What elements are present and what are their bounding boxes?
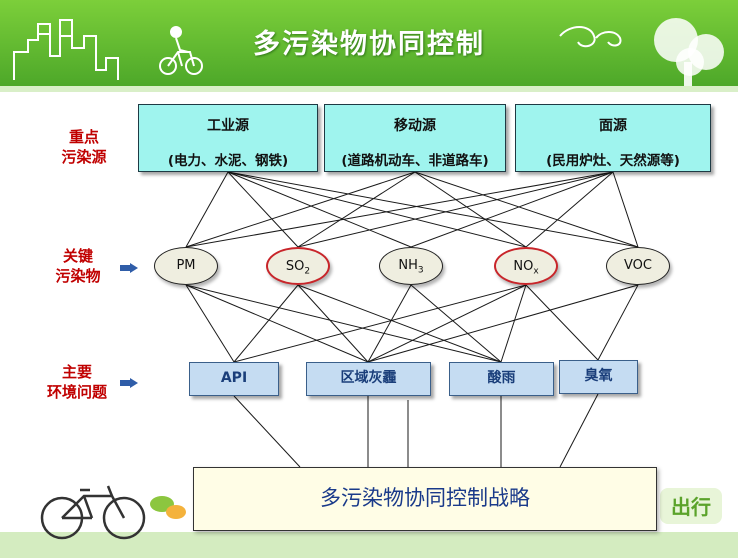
- connector-line: [185, 171, 229, 248]
- connector-line: [559, 393, 599, 468]
- connector-line: [414, 171, 527, 248]
- connector-line: [367, 284, 412, 363]
- pollutant-base: VOC: [624, 258, 652, 273]
- connector-line: [185, 171, 416, 248]
- slogan-badge: [660, 488, 722, 524]
- connector-line: [233, 284, 527, 363]
- leaves-icon: [150, 496, 186, 519]
- pollutant-node-voc: VOC: [606, 247, 670, 285]
- connector-line: [227, 171, 639, 248]
- source-box-mobile: 移动源 (道路机动车、非道路车): [324, 104, 506, 172]
- source-name: 移动源: [394, 118, 436, 134]
- skyline-icon: [13, 19, 119, 80]
- connector-line: [367, 284, 527, 363]
- source-box-area: 面源 (民用炉灶、天然源等): [515, 104, 711, 172]
- slide-title: 多污染物协同控制: [253, 29, 485, 60]
- row-label-line: 污染源: [61, 148, 107, 166]
- connector-line: [233, 395, 301, 468]
- connector-line: [410, 284, 502, 363]
- pollutant-base: NH: [398, 258, 418, 273]
- connector-line: [297, 171, 614, 248]
- connector-line: [414, 171, 639, 248]
- connector-line: [185, 171, 614, 248]
- row-label-problems: 主要 环境问题: [34, 362, 120, 402]
- problem-box-ozone: 臭氧: [559, 360, 638, 394]
- pollutant-sub: 3: [417, 265, 424, 276]
- pollutant-sub: x: [533, 266, 539, 277]
- problem-box-api: API: [189, 362, 279, 396]
- connector-line: [185, 284, 369, 363]
- source-name: 面源: [599, 118, 627, 134]
- source-name: 工业源: [207, 118, 249, 134]
- connector-line: [525, 171, 614, 248]
- connector-line: [227, 171, 299, 248]
- problem-box-haze: 区域灰霾: [306, 362, 431, 396]
- connector-line: [297, 171, 416, 248]
- connector-line: [500, 284, 527, 363]
- row-label-line: 重点: [68, 128, 99, 146]
- problem-box-acid-rain: 酸雨: [449, 362, 554, 396]
- source-box-industrial: 工业源 (电力、水泥、钢铁): [138, 104, 318, 172]
- connector-line: [367, 284, 639, 363]
- footer-decoration: 出行: [0, 485, 738, 558]
- row-label-pollutants: 关键 污染物: [38, 246, 118, 286]
- connector-line: [297, 284, 369, 363]
- header-banner: [0, 0, 738, 92]
- source-detail: (电力、水泥、钢铁): [167, 153, 289, 169]
- arrow-right-icon: [120, 263, 138, 273]
- cyclist-icon: [159, 26, 203, 75]
- connector-line: [525, 284, 599, 361]
- pollutant-node-nox: NOx: [494, 247, 558, 285]
- connector-line: [297, 284, 502, 363]
- connector-line: [612, 171, 639, 248]
- row-label-line: 环境问题: [46, 383, 107, 401]
- connector-line: [233, 284, 299, 363]
- connector-line: [597, 284, 639, 361]
- row-label-line: 污染物: [55, 267, 101, 285]
- strategy-box: 多污染物协同控制战略: [193, 467, 657, 531]
- slogan-text: 出行: [671, 495, 711, 519]
- row-label-line: 关键: [62, 247, 93, 265]
- connector-line: [410, 171, 614, 248]
- pollutant-node-pm: PM: [154, 247, 218, 285]
- bicycle-icon: [40, 485, 146, 540]
- arrow-right-icon: [120, 378, 138, 388]
- pollutant-base: PM: [176, 258, 196, 273]
- row-label-line: 主要: [61, 363, 92, 381]
- tree-icon: [654, 18, 724, 86]
- pollutant-sub: 2: [304, 266, 311, 277]
- connector-line: [185, 284, 235, 363]
- connector-line: [227, 171, 412, 248]
- row-label-sources: 重点 污染源: [44, 127, 124, 167]
- source-detail: (道路机动车、非道路车): [341, 153, 489, 169]
- pollutant-node-nh3: NH3: [379, 247, 443, 285]
- source-detail: (民用炉灶、天然源等): [546, 153, 680, 169]
- pollutant-node-so2: SO2: [266, 247, 330, 285]
- connector-line: [227, 171, 527, 248]
- pollutant-base: NO: [513, 259, 534, 274]
- swirl-icon: [559, 26, 622, 48]
- connector-line: [185, 284, 502, 363]
- pollutant-base: SO: [285, 259, 305, 274]
